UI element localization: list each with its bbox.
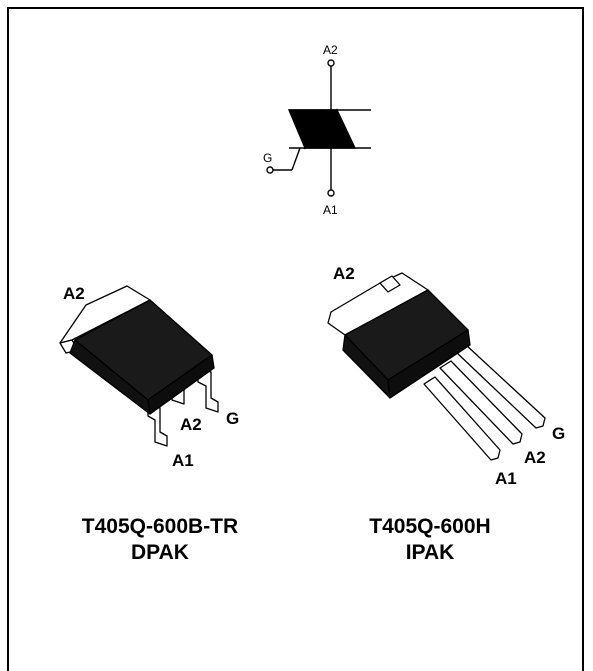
ipak-package-name: IPAK	[405, 541, 455, 564]
ipak-g-label: G	[552, 424, 565, 443]
dpak-package-name: DPAK	[131, 541, 189, 564]
dpak-tab-a2-label: A2	[63, 284, 85, 303]
ipak-a2-label: A2	[524, 448, 546, 467]
g-terminal	[266, 166, 274, 174]
dpak-caption: T405Q-600B-TR DPAK	[40, 514, 280, 566]
a2-terminal	[327, 59, 335, 67]
dpak-g-label: G	[226, 409, 239, 428]
symbol-g-label: G	[263, 151, 272, 165]
a1-terminal	[327, 189, 335, 197]
dpak-a1-label: A1	[172, 451, 194, 470]
ipak-package	[327, 272, 546, 461]
dpak-pin-g-lead	[197, 367, 219, 413]
triac-symbol	[266, 59, 371, 197]
dpak-a2-label: A2	[180, 415, 202, 434]
ipak-lead-a1	[423, 376, 501, 461]
dpak-package	[59, 285, 219, 447]
ipak-a1-label: A1	[495, 469, 517, 488]
ipak-lead-a2	[439, 360, 523, 445]
symbol-a2-label: A2	[323, 43, 338, 57]
diagram-frame	[7, 7, 584, 671]
dpak-part-number: T405Q-600B-TR	[81, 515, 239, 538]
dpak-metal-tab	[59, 285, 151, 344]
dpak-pin-a1-lead	[147, 403, 168, 447]
gate-lead	[291, 147, 301, 171]
ipak-tab-a2-label: A2	[333, 264, 355, 283]
ipak-caption: T405Q-600H IPAK	[330, 514, 530, 566]
ipak-part-number: T405Q-600H	[369, 515, 491, 538]
symbol-a1-label: A1	[323, 203, 338, 217]
